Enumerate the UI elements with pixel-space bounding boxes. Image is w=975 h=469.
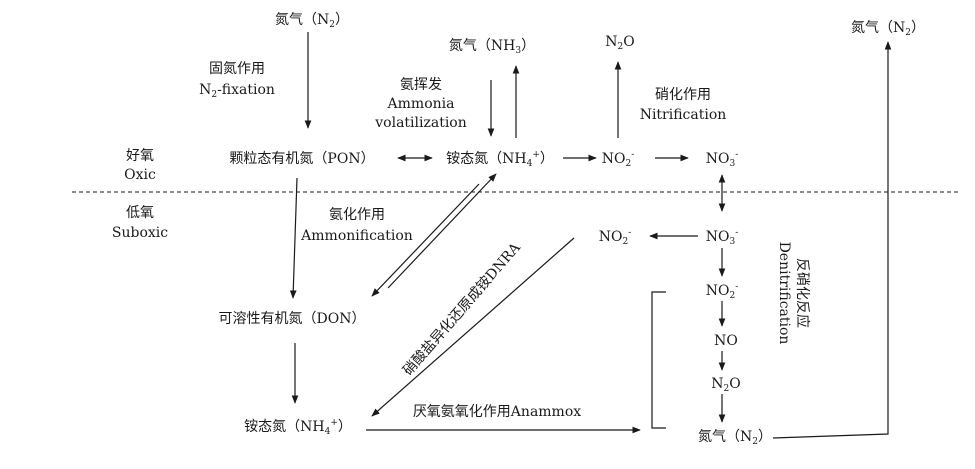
arrow-pon-to-don	[289, 177, 298, 299]
label-nitrification-en: Nitrification	[640, 107, 727, 123]
node-nh3: 氮气（NH3）	[449, 38, 535, 56]
node-no3-mid: NO3-	[706, 228, 739, 247]
node-pon: 颗粒态有机氮（PON）	[229, 151, 374, 167]
node-n2o-top: N2O	[605, 34, 634, 52]
label-ammonification-cn: 氨化作用	[329, 207, 385, 223]
label-ammonification-en: Ammonification	[300, 228, 413, 244]
label-volatilization-en-1: Ammonia	[387, 96, 455, 112]
bracket-denitrification	[651, 291, 666, 429]
arrow-n2-to-atmosphere	[772, 41, 892, 439]
label-volatilization-en-2: volatilization	[374, 115, 467, 131]
node-don: 可溶性有机氮（DON）	[219, 311, 366, 327]
node-n2-right: 氮气（N2）	[851, 20, 925, 38]
label-anammox: 厌氧氨氧化作用Anammox	[413, 404, 581, 420]
arrow-dnra	[371, 237, 575, 417]
node-n2-top: 氮气（N2）	[275, 12, 349, 30]
node-n2o-mid: N2O	[711, 376, 740, 394]
node-no2-mid: NO2-	[706, 282, 739, 301]
zone-suboxic-en: Suboxic	[112, 225, 168, 241]
label-fixation-en: N2-fixation	[199, 82, 275, 100]
node-no2-left: NO2-	[599, 228, 632, 247]
label-volatilization-cn: 氨挥发	[400, 77, 442, 93]
label-nitrification-cn: 硝化作用	[655, 87, 711, 103]
zone-oxic-en: Oxic	[124, 167, 156, 183]
arrow-ammonification-up	[387, 173, 497, 289]
node-nh4-bottom: 铵态氮（NH4+）	[244, 418, 352, 437]
zone-suboxic-cn: 低氧	[126, 205, 154, 221]
arrow-ammonification-down	[371, 183, 480, 297]
node-no: NO	[714, 333, 738, 349]
node-n2-bottom: 氮气（N2）	[698, 429, 772, 447]
label-denitrification-en: Denitrification	[776, 242, 792, 345]
node-no2-top: NO2-	[602, 150, 635, 169]
label-fixation-cn: 固氮作用	[209, 61, 265, 77]
label-dnra: 硝酸盐异化还原成铵DNRA	[400, 239, 524, 379]
zone-oxic-cn: 好氧	[126, 148, 154, 164]
node-no3-top: NO3-	[706, 150, 739, 169]
label-denitrification-cn: 反硝化反应	[794, 258, 811, 328]
node-nh4-top: 铵态氮（NH4+）	[446, 150, 554, 169]
